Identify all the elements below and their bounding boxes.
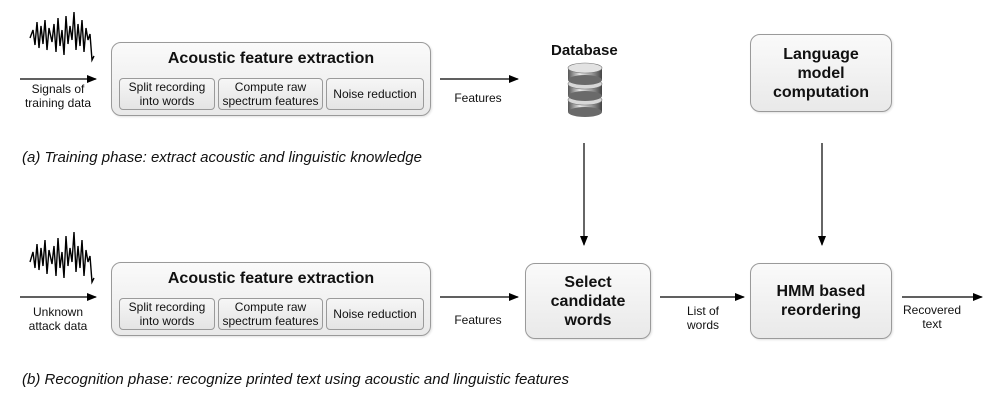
database-label: Database: [551, 42, 618, 59]
select-candidate-words-box: Select candidate words: [525, 263, 651, 339]
training-step-split: Split recording into words: [119, 78, 215, 110]
training-caption: (a) Training phase: extract acoustic and…: [22, 149, 422, 166]
recognition-features-label: Features: [454, 313, 502, 327]
hmm-reordering-box: HMM based reordering: [750, 263, 892, 339]
recognition-caption: (b) Recognition phase: recognize printed…: [22, 371, 569, 388]
recognition-extraction-title: Acoustic feature extraction: [167, 270, 375, 287]
list-of-words-label: List of words: [686, 304, 719, 332]
training-step-spectrum: Compute raw spectrum features: [218, 78, 323, 110]
recognition-step-split: Split recording into words: [119, 298, 215, 330]
recognition-feature-extraction-box: Acoustic feature extraction Split record…: [111, 262, 431, 336]
waveform-icon-training: [29, 11, 95, 63]
recognition-step-noise: Noise reduction: [326, 298, 424, 330]
training-features-label: Features: [454, 91, 502, 105]
training-step-noise: Noise reduction: [326, 78, 424, 110]
training-feature-extraction-box: Acoustic feature extraction Split record…: [111, 42, 431, 116]
training-extraction-title: Acoustic feature extraction: [167, 50, 375, 67]
recognition-input-label: Unknown attack data: [28, 305, 88, 333]
waveform-icon-recognition: [29, 231, 95, 285]
database-icon: [567, 62, 603, 117]
recovered-text-label: Recovered text: [902, 303, 962, 331]
language-model-box: Language model computation: [750, 34, 892, 112]
training-input-label: Signals of training data: [24, 82, 92, 110]
recognition-step-spectrum: Compute raw spectrum features: [218, 298, 323, 330]
